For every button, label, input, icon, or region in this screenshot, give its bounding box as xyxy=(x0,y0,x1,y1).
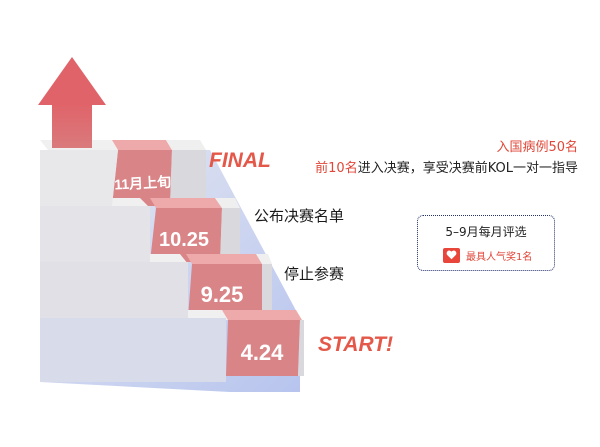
final-label: FINAL xyxy=(209,149,271,172)
step-date-4: 11月上旬 xyxy=(114,174,172,193)
step-date-3: 10.25 xyxy=(159,229,209,251)
note-line-2-rest: 进入决赛，享受决赛前KOL一对一指导 xyxy=(357,161,578,176)
up-arrow-icon xyxy=(38,57,106,148)
award-text: 最具人气奖1名 xyxy=(466,251,533,263)
note-line-2: 前10名进入决赛，享受决赛前KOL一对一指导 xyxy=(315,162,578,175)
phase-label-finalists: 公布决赛名单 xyxy=(254,207,345,225)
step-date-2: 9.25 xyxy=(201,282,244,307)
stair-block-left-mid xyxy=(40,206,150,262)
stair-step-2 xyxy=(120,254,272,318)
stair-block-left-low xyxy=(40,262,188,318)
start-label: START! xyxy=(318,333,394,356)
stair-block-left-top xyxy=(40,150,118,206)
note-line-2-highlight: 前10名 xyxy=(315,161,358,176)
phase-label-stop: 停止参赛 xyxy=(284,265,345,283)
heart-icon xyxy=(443,247,460,263)
monthly-award-box: 5–9月每月评选 最具人气奖1名 xyxy=(417,215,555,271)
note-line-1: 入国病例50名 xyxy=(496,140,578,155)
stair-block-left-bottom xyxy=(40,318,226,382)
award-title: 5–9月每月评选 xyxy=(445,225,527,239)
award-row: 最具人气奖1名 xyxy=(443,247,532,263)
step-date-1: 4.24 xyxy=(241,340,285,365)
